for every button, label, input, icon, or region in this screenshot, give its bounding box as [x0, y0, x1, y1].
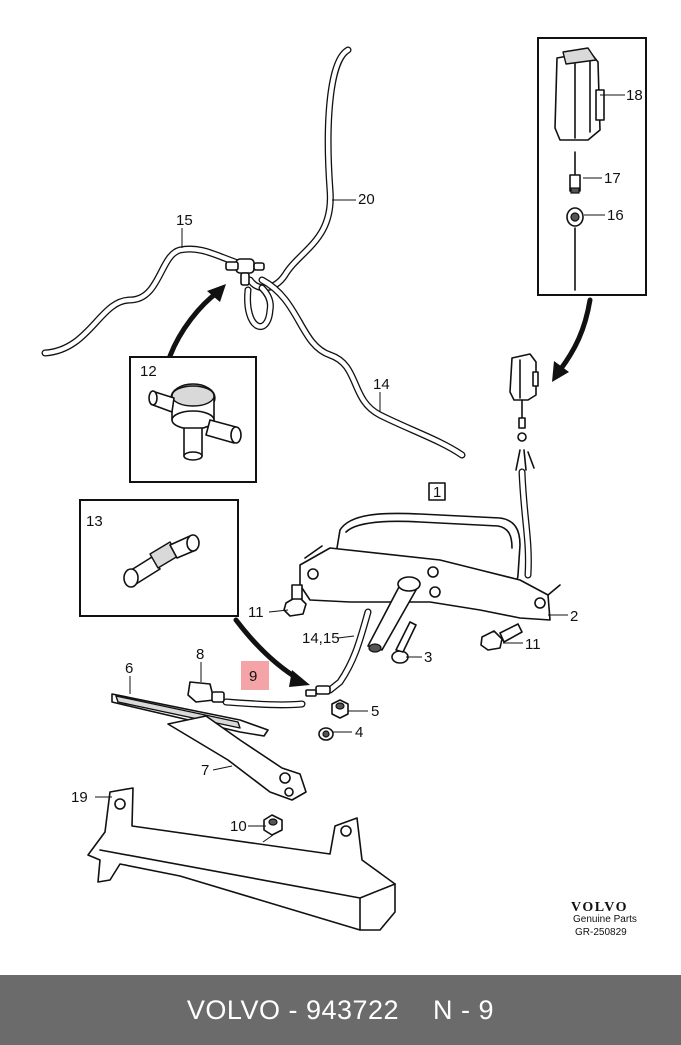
highlight-9 — [241, 661, 269, 690]
callout-12: 12 — [140, 363, 157, 380]
callout-10: 10 — [230, 818, 247, 835]
footer-bar: VOLVO - 943722 N - 9 — [0, 975, 681, 1045]
callout-19: 19 — [71, 789, 88, 806]
pin-icon — [569, 151, 581, 194]
leader-lines — [95, 199, 568, 827]
hose-14-15 — [305, 608, 372, 697]
callout-14-15: 14,15 — [302, 630, 340, 647]
detail-box-13: 13 — [79, 499, 239, 617]
plug-icon — [554, 47, 605, 141]
callout-16: 16 — [607, 207, 624, 224]
detail-box-12: 12 — [129, 356, 257, 483]
hose-9 — [222, 698, 306, 709]
callout-17: 17 — [604, 170, 621, 187]
callout-1: 1 — [433, 484, 441, 501]
screw-11-right — [480, 623, 523, 651]
nut-5 — [331, 699, 349, 719]
brand-subtitle: Genuine Parts — [573, 914, 637, 925]
callout-6: 6 — [125, 660, 133, 677]
washer-4 — [318, 727, 334, 741]
hose-15 — [41, 245, 239, 357]
t-valve-icon — [148, 383, 242, 461]
callout-13: 13 — [86, 513, 103, 530]
callout-20: 20 — [358, 191, 375, 208]
callout-7: 7 — [201, 762, 209, 779]
callout-8: 8 — [196, 646, 204, 663]
callout-11-right: 11 — [525, 636, 541, 653]
arrow-13 — [233, 617, 310, 687]
screw-3 — [391, 621, 417, 664]
brand-name: VOLVO — [571, 900, 628, 915]
callout-box-1: 1 — [428, 482, 446, 501]
cover-19 — [87, 787, 396, 931]
callout-18: 18 — [626, 87, 643, 104]
arrow-connector — [552, 297, 593, 382]
callout-3: 3 — [424, 649, 432, 666]
callout-9: 9 — [249, 668, 257, 685]
hose-14 — [258, 276, 466, 459]
parts-diagram: 12 13 — [41, 37, 647, 938]
screw-11-left — [283, 584, 307, 617]
arrow-12 — [167, 284, 226, 359]
footer-position-label: N - 9 — [433, 994, 495, 1025]
hose-loop — [244, 284, 274, 330]
callout-5: 5 — [371, 703, 379, 720]
connector-icon — [123, 534, 200, 588]
footer-part-label: VOLVO - 943722 — [186, 994, 400, 1025]
nozzle-8 — [187, 662, 225, 703]
motor-plug — [509, 353, 539, 579]
motor-shaft — [367, 576, 421, 653]
bracket-2 — [299, 545, 561, 621]
seal-icon — [566, 207, 584, 291]
wiper-arm-7 — [167, 715, 307, 801]
callout-14: 14 — [373, 376, 390, 393]
brand-block: VOLVO Genuine Parts GR-250829 — [571, 900, 637, 938]
callout-4: 4 — [355, 724, 363, 741]
detail-box-connector: 18 17 16 — [537, 37, 647, 296]
brand-code: GR-250829 — [575, 927, 627, 938]
hose-20 — [246, 46, 352, 292]
callout-2: 2 — [570, 608, 578, 625]
nut-10 — [262, 814, 283, 843]
callout-11-left: 11 — [248, 604, 264, 621]
callout-15: 15 — [176, 212, 193, 229]
t-connector — [225, 258, 265, 286]
